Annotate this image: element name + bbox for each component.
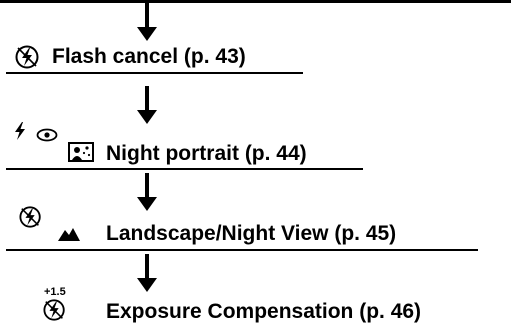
red-eye-icon — [36, 128, 58, 147]
exposure-value: +1.5 — [44, 286, 66, 298]
down-arrow-icon — [136, 3, 158, 41]
flash-off-icon — [18, 205, 44, 234]
night-portrait-icon — [68, 142, 94, 167]
flash-on-icon — [14, 122, 26, 145]
top-border — [0, 0, 511, 3]
item-label-night-portrait: Night portrait (p. 44) — [106, 142, 307, 165]
item-underline — [6, 249, 478, 251]
mountain-icon — [58, 227, 80, 246]
item-label-exposure-compensation: Exposure Compensation (p. 46) — [106, 300, 422, 323]
item-underline — [6, 168, 363, 170]
down-arrow-icon — [136, 86, 158, 124]
item-label-flash-cancel: Flash cancel (p. 43) — [52, 45, 246, 68]
flash-off-icon — [42, 298, 68, 327]
down-arrow-icon — [136, 254, 158, 292]
item-underline — [6, 72, 303, 74]
item-label-landscape-night-view: Landscape/Night View (p. 45) — [106, 222, 397, 245]
flash-off-icon — [14, 44, 42, 75]
down-arrow-icon — [136, 173, 158, 211]
